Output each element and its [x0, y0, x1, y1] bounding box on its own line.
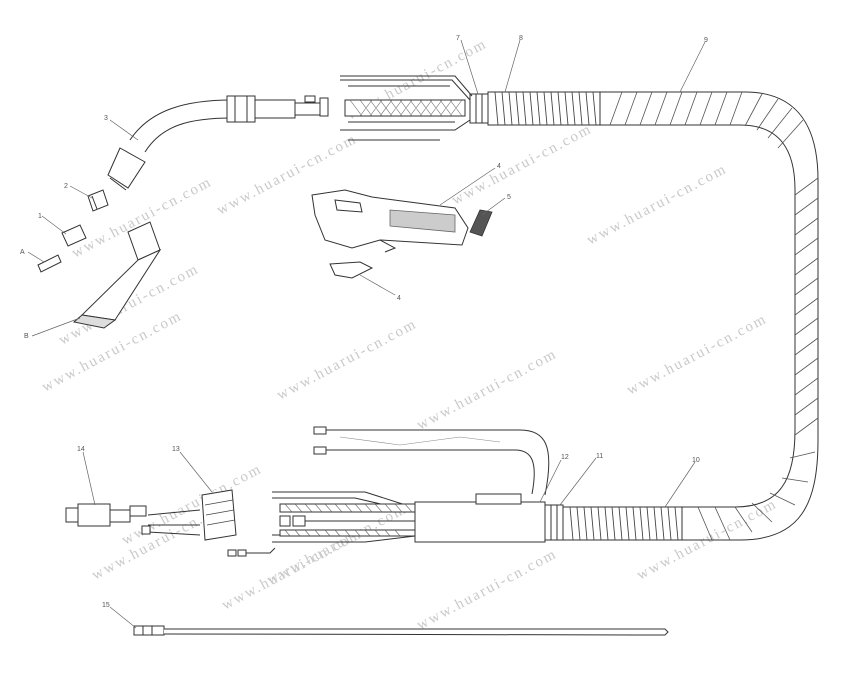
tip-adapter — [61, 224, 87, 247]
gooseneck-tube — [107, 95, 329, 191]
callout-b: B — [24, 333, 29, 340]
callout-8: 8 — [519, 35, 523, 42]
upper-strain-relief — [487, 91, 601, 126]
watermark: www.huarui-cn.com — [119, 461, 265, 549]
euro-central-connector — [65, 503, 201, 536]
callout-5: 5 — [507, 194, 511, 201]
watermark: www.huarui-cn.com — [414, 346, 560, 434]
watermark: www.huarui-cn.com — [264, 501, 410, 589]
watermark: www.huarui-cn.com — [584, 161, 730, 249]
callout-labels: 1 2 3 A B 4 5 4 7 8 9 10 11 12 13 14 15 — [20, 35, 708, 609]
callout-4-trigger: 4 — [397, 295, 401, 302]
callout-11: 11 — [596, 453, 603, 460]
euro-connector-nut — [201, 489, 237, 541]
torch-handle — [311, 189, 469, 253]
lower-connector-nut — [544, 504, 564, 541]
nozzle-body — [72, 221, 162, 329]
lower-inner-wires — [272, 491, 416, 543]
upper-inner-wires — [340, 75, 473, 141]
gas-hose — [313, 426, 550, 496]
watermark: www.huarui-cn.com — [414, 546, 560, 634]
lower-strain-relief — [561, 506, 683, 541]
lower-cable-housing — [414, 493, 546, 543]
watermark: www.huarui-cn.com — [274, 316, 420, 404]
trigger — [329, 261, 374, 279]
callout-2: 2 — [64, 183, 68, 190]
control-plugs — [227, 547, 276, 557]
callout-10: 10 — [692, 457, 700, 464]
callout-a: A — [20, 249, 25, 256]
callout-15: 15 — [102, 602, 110, 609]
callout-7: 7 — [456, 35, 460, 42]
callout-9: 9 — [704, 37, 708, 44]
contact-tip — [37, 254, 62, 273]
watermark: www.huarui-cn.com — [449, 121, 595, 209]
handle-spring — [469, 209, 493, 237]
callout-13: 13 — [172, 446, 180, 453]
main-cable-loop — [598, 91, 819, 541]
callout-14: 14 — [77, 446, 85, 453]
callout-12: 12 — [561, 454, 569, 461]
cable-spiral-hatching — [609, 91, 819, 541]
callout-1: 1 — [38, 213, 42, 220]
watermark: www.huarui-cn.com — [624, 311, 770, 399]
diffuser — [87, 189, 109, 212]
leader-lines — [27, 39, 706, 629]
watermark-layer: www.huarui-cn.com www.huarui-cn.com www.… — [39, 36, 780, 634]
upper-connector-nut — [469, 93, 489, 124]
callout-4-handle: 4 — [497, 163, 501, 170]
callout-3: 3 — [104, 115, 108, 122]
liner — [133, 625, 669, 636]
